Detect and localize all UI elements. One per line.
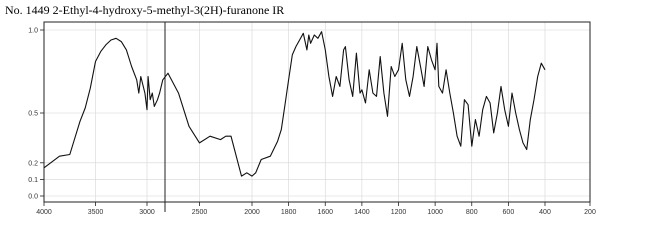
y-tick-label: 0.2 xyxy=(28,160,38,167)
x-tick-label: 1600 xyxy=(317,209,333,216)
y-tick-label: 0.0 xyxy=(28,194,38,201)
spectrum-series xyxy=(43,31,546,177)
x-tick-label: 200 xyxy=(584,209,596,216)
y-tick-label: 1.0 xyxy=(28,28,38,35)
y-axis-ticks: 0.0 0.1 0.2 0.5 1.0 xyxy=(28,28,44,201)
chart-title: No. 1449 2-Ethyl-4-hydroxy-5-methyl-3(2H… xyxy=(5,3,285,17)
x-tick-label: 1400 xyxy=(354,209,370,216)
y-tick-label: 0.1 xyxy=(28,177,38,184)
spectrum-line xyxy=(43,31,546,177)
x-tick-label: 600 xyxy=(503,209,515,216)
chart-grid xyxy=(43,22,591,202)
x-tick-label: 2000 xyxy=(244,209,260,216)
plot-frame xyxy=(43,21,591,212)
x-tick-label: 3500 xyxy=(88,209,104,216)
ir-spectrum-chart: 0.0 0.1 0.2 0.5 1.0 4000 3500 3000 2500 2000 1800… xyxy=(28,21,596,216)
plot-border xyxy=(43,21,591,203)
x-axis-ticks: 4000 3500 3000 2500 2000 1800 1600 1400 1200 1000… xyxy=(36,202,596,216)
x-tick-label: 1200 xyxy=(391,209,407,216)
x-tick-label: 800 xyxy=(466,209,478,216)
x-tick-label: 4000 xyxy=(36,209,52,216)
x-tick-label: 2500 xyxy=(192,209,208,216)
x-tick-label: 1800 xyxy=(281,209,297,216)
x-tick-label: 400 xyxy=(539,209,551,216)
x-tick-label: 3000 xyxy=(139,209,155,216)
x-tick-label: 1000 xyxy=(427,209,443,216)
y-tick-label: 0.5 xyxy=(28,111,38,118)
